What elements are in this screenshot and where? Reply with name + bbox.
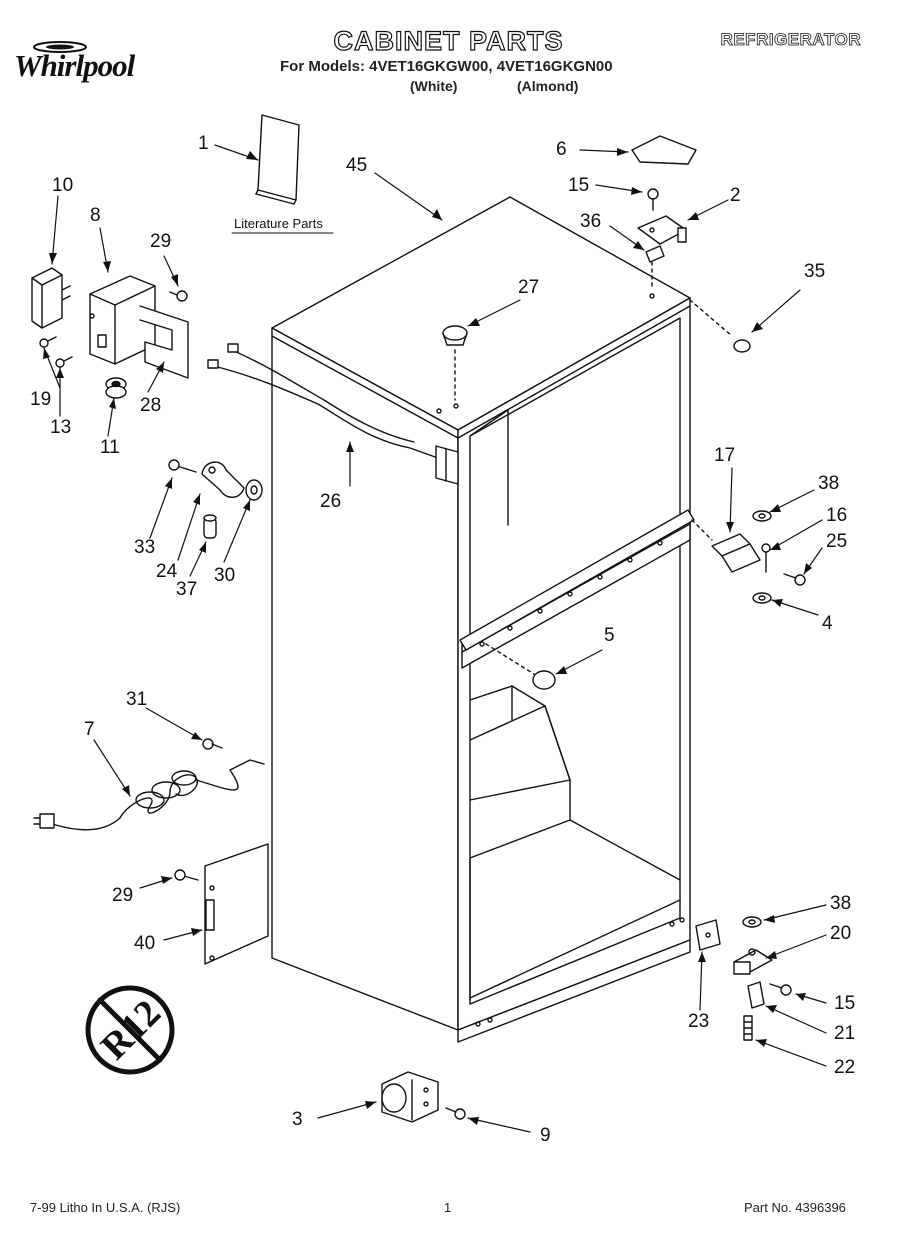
callout-38-bottom: 38 — [830, 893, 852, 914]
callout-10: 10 — [52, 175, 74, 196]
washer-4 — [752, 592, 772, 604]
footer-litho: 7-99 Litho In U.S.A. (RJS) — [30, 1200, 181, 1215]
grommet-part — [105, 377, 127, 399]
grommet-30 — [245, 479, 263, 501]
relay-part — [31, 267, 71, 329]
callout-2: 2 — [730, 185, 741, 206]
callout-30: 30 — [214, 565, 236, 586]
callout-1: 1 — [198, 133, 209, 154]
screw-9 — [445, 1107, 466, 1120]
screw-15-top — [647, 188, 659, 211]
callout-25: 25 — [826, 531, 848, 552]
cabinet-body — [271, 196, 691, 1043]
bracket-part — [139, 305, 189, 379]
callout-36: 36 — [580, 211, 602, 232]
callout-17: 17 — [714, 445, 736, 466]
center-hinge-rail — [459, 509, 695, 651]
clamp-24 — [201, 461, 245, 498]
callout-7: 7 — [84, 719, 95, 740]
callout-5: 5 — [604, 625, 615, 646]
screw-29-bottom — [174, 869, 199, 881]
callout-35: 35 — [804, 261, 826, 282]
plug-35 — [733, 339, 751, 353]
power-cord-part — [33, 759, 265, 831]
callout-23: 23 — [688, 1011, 710, 1032]
literature-label: Literature Parts — [234, 216, 323, 231]
callout-21: 21 — [834, 1023, 856, 1044]
callout-31: 31 — [126, 689, 148, 710]
arrowheads — [43, 148, 812, 1125]
bottom-hinge-20 — [733, 948, 773, 975]
compressor-cover-panel — [204, 843, 269, 965]
wire-harness-part — [207, 343, 459, 485]
callout-29-bottom: 29 — [112, 885, 134, 906]
leveler-21 — [747, 981, 765, 1009]
top-hinge-2 — [637, 215, 687, 245]
models-line: For Models: 4VET16GKGW00, 4VET16GKGN00 — [280, 58, 613, 75]
variant-almond: (Almond) — [517, 78, 579, 94]
plug-27 — [442, 325, 468, 401]
roller-bracket-3 — [381, 1071, 439, 1123]
callout-45: 45 — [346, 155, 368, 176]
callout-28: 28 — [140, 395, 162, 416]
callout-24: 24 — [156, 561, 178, 582]
washer-38-bottom — [742, 916, 762, 928]
screw-15-bottom — [769, 983, 792, 996]
callout-9: 9 — [540, 1125, 551, 1146]
callout-22: 22 — [834, 1057, 856, 1078]
spacer-37 — [203, 514, 217, 539]
callout-8: 8 — [90, 205, 101, 226]
logo-swirl-icon — [33, 41, 87, 53]
footer-page-number: 1 — [444, 1200, 452, 1215]
plug-5 — [532, 670, 556, 690]
callout-6: 6 — [556, 139, 567, 160]
variant-white: (White) — [410, 78, 458, 94]
callout-4: 4 — [822, 613, 833, 634]
screw-33 — [168, 459, 197, 473]
screw-19 — [39, 336, 57, 348]
callout-11: 11 — [100, 437, 120, 458]
no-r12-icon — [85, 985, 175, 1075]
callout-37: 37 — [176, 579, 198, 600]
shim-23 — [695, 919, 721, 951]
brand-logo — [30, 40, 90, 54]
callout-3: 3 — [292, 1109, 303, 1130]
callout-16: 16 — [826, 505, 848, 526]
literature-booklet — [231, 114, 334, 234]
callout-15-bottom: 15 — [834, 993, 856, 1014]
footer-part-number: Part No. 4396396 — [744, 1200, 846, 1215]
page-title: CABINET PARTS — [333, 25, 564, 56]
callout-40: 40 — [134, 933, 156, 954]
hinge-cover-6 — [631, 135, 697, 165]
category-label: REFRIGERATOR — [720, 30, 861, 50]
shim-36 — [645, 245, 665, 263]
brand-name: Whirlpool — [14, 48, 135, 83]
callout-33: 33 — [134, 537, 156, 558]
callout-27: 27 — [518, 277, 540, 298]
center-hinge-17 — [711, 533, 771, 573]
screw-13 — [55, 356, 73, 368]
callout-26: 26 — [320, 491, 342, 512]
washer-38-top — [752, 510, 772, 522]
callout-13: 13 — [50, 417, 72, 438]
screw-29-top — [169, 290, 188, 302]
callout-20: 20 — [830, 923, 852, 944]
callout-29-top: 29 — [150, 231, 172, 252]
callout-38-top: 38 — [818, 473, 840, 494]
screw-31 — [202, 738, 223, 750]
callout-19: 19 — [30, 389, 52, 410]
screw-25 — [783, 573, 806, 586]
leg-22 — [743, 1015, 753, 1041]
leader-arrows — [43, 144, 827, 1133]
callout-15-top: 15 — [568, 175, 590, 196]
